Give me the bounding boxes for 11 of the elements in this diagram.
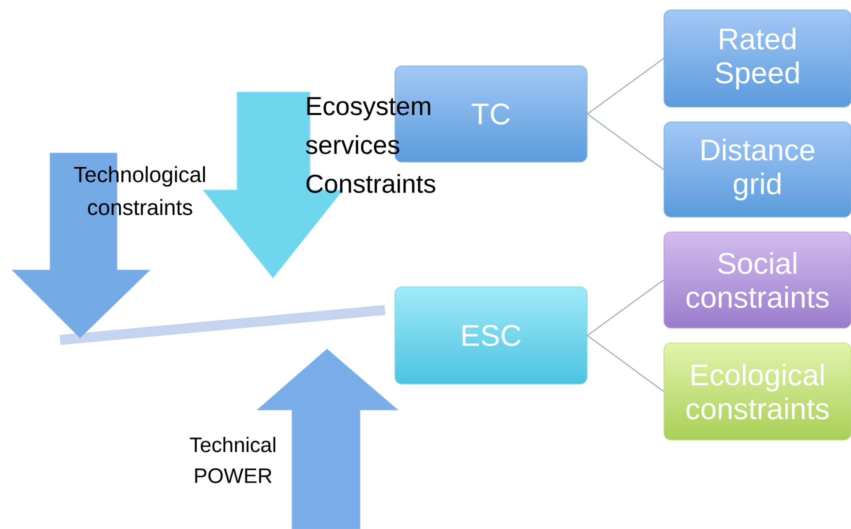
diagram-label: Technical POWER [190,436,276,484]
process-box: Social constraints [664,232,851,328]
connector-line [586,335,664,392]
process-box: Ecological constraints [664,342,851,440]
connector-line [586,58,664,114]
connector-line [586,114,664,170]
process-box: ESC [394,286,588,384]
diagram-label: Technological constraints [74,166,205,216]
process-box: Distance grid [664,122,851,218]
process-box: Rated Speed [664,10,851,108]
connector-line [586,280,664,336]
